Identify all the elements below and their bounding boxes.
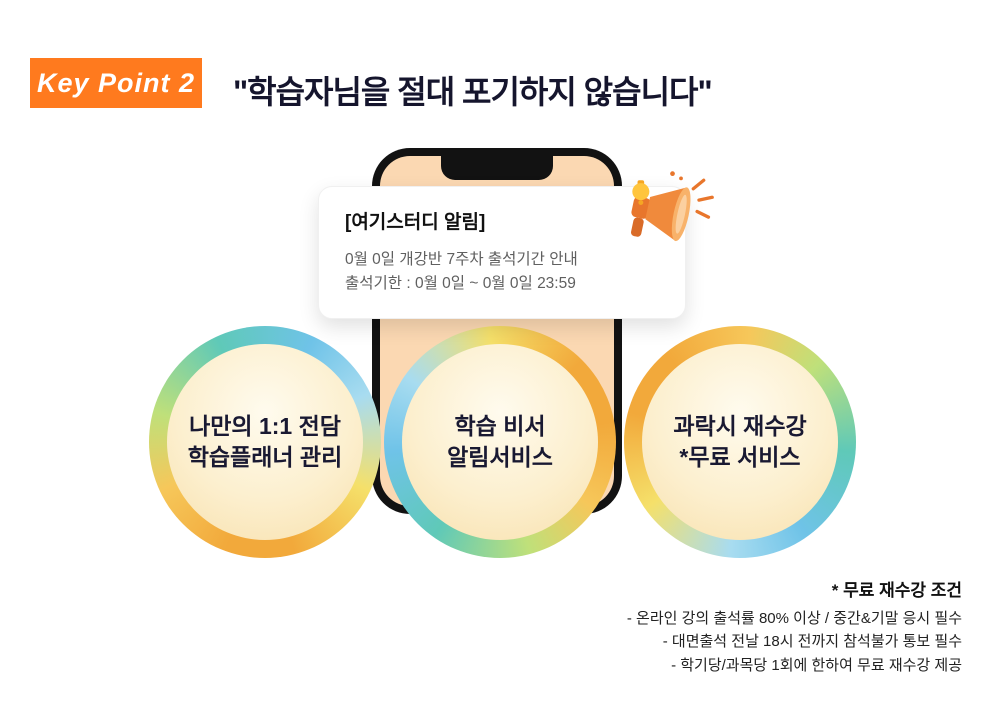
feature-label: 학습플래너 관리 bbox=[187, 444, 343, 470]
footnote: * 무료 재수강 조건 - 온라인 강의 출석률 80% 이상 / 중간&기말 … bbox=[627, 576, 962, 677]
footnote-title: * 무료 재수강 조건 bbox=[831, 581, 962, 600]
notification-body-line: 0월 0일 개강반 7주차 출석기간 안내 bbox=[345, 251, 578, 268]
bell-icon bbox=[632, 180, 650, 205]
feature-circle-inner: 학습 비서 알림서비스 bbox=[402, 344, 598, 540]
key-point-badge: Key Point 2 bbox=[30, 58, 202, 108]
feature-label: 학습 비서 bbox=[454, 412, 546, 439]
notification-title: [여기스터디 알림] bbox=[345, 212, 486, 233]
feature-label: *무료 서비스 bbox=[679, 444, 801, 470]
feature-circle-retake: 과락시 재수강 *무료 서비스 bbox=[624, 326, 856, 558]
feature-circle-inner: 나만의 1:1 전담 학습플래너 관리 bbox=[167, 344, 363, 540]
page-title: "학습자님을 절대 포기하지 않습니다" bbox=[233, 74, 713, 110]
feature-label: 과락시 재수강 bbox=[673, 412, 807, 439]
megaphone-icon bbox=[612, 166, 716, 256]
notification-card: [여기스터디 알림] 0월 0일 개강반 7주차 출석기간 안내 출석기한 : … bbox=[318, 186, 686, 320]
feature-circle-assistant: 학습 비서 알림서비스 bbox=[384, 326, 616, 558]
footnote-line: - 온라인 강의 출석률 80% 이상 / 중간&기말 응시 필수 bbox=[626, 610, 962, 627]
footnote-line: - 대면출석 전날 18시 전까지 참석불가 통보 필수 bbox=[662, 633, 962, 651]
footnote-line: - 학기당/과목당 1회에 한하여 무료 재수강 제공 bbox=[671, 656, 962, 674]
feature-circle-planner: 나만의 1:1 전담 학습플래너 관리 bbox=[149, 326, 381, 558]
notification-body-line: 출석기한 : 0월 0일 ~ 0월 0일 23:59 bbox=[345, 275, 576, 293]
feature-circle-inner: 과락시 재수강 *무료 서비스 bbox=[642, 344, 838, 540]
feature-label: 알림서비스 bbox=[447, 444, 553, 470]
feature-label: 나만의 1:1 전담 bbox=[189, 412, 341, 439]
phone-notch bbox=[441, 156, 553, 180]
